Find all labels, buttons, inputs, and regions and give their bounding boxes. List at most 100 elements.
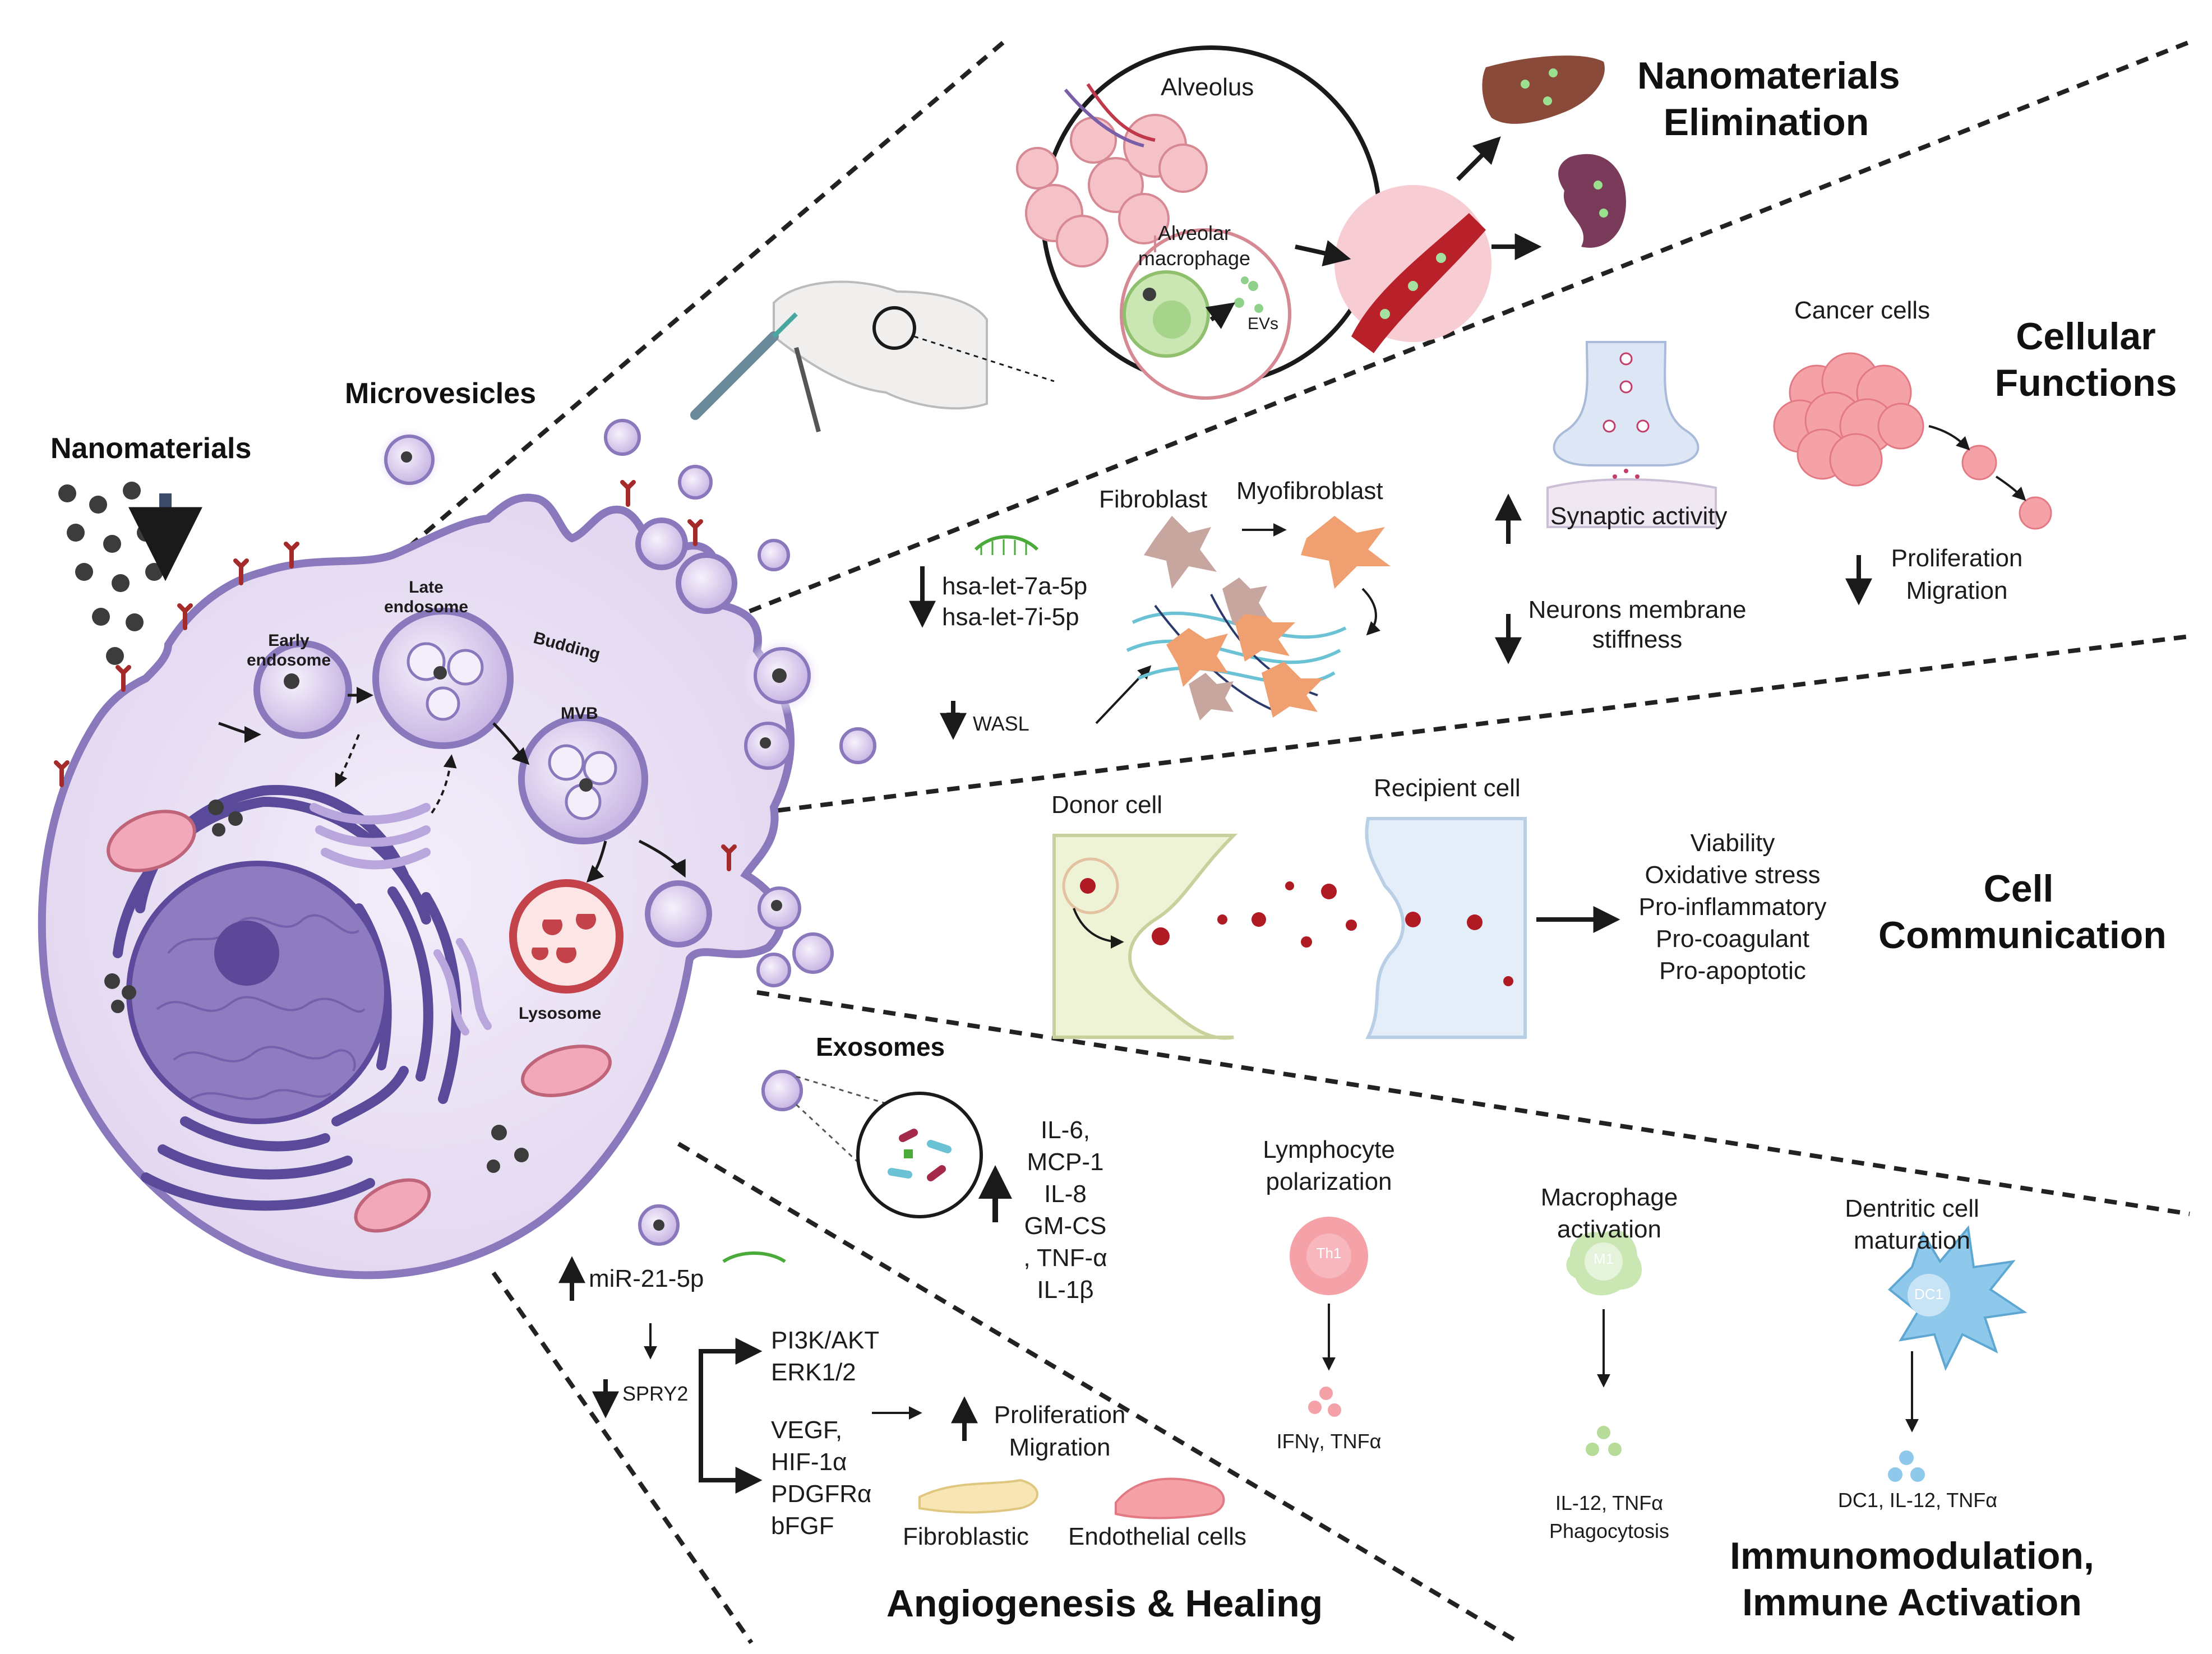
main-cell: [38, 493, 795, 1279]
lysosome: [509, 879, 624, 994]
label-lympho-out: IFNγ, TNFα: [1276, 1430, 1382, 1453]
label-cellular-prolif: Proliferation: [1891, 544, 2023, 572]
mouse: [773, 280, 988, 410]
label-microvesicles: Microvesicles: [345, 377, 537, 410]
label-path-1: PI3K/AKT: [771, 1327, 880, 1354]
title-immuno-1: Immunomodulation,: [1730, 1535, 2094, 1577]
effect-oxidative: Oxidative stress: [1645, 861, 1821, 889]
label-late-endosome-2: endosome: [384, 598, 469, 616]
nucleolus: [214, 921, 279, 986]
label-synaptic: Synaptic activity: [1550, 502, 1728, 530]
factor-bfgf: bFGF: [771, 1512, 834, 1540]
cytokine-gmcs: GM-CS: [1024, 1212, 1107, 1240]
title-cellular-2: Functions: [1994, 362, 2177, 404]
label-lympho-2: polarization: [1266, 1168, 1392, 1195]
myofibroblast-cell: [1301, 516, 1391, 589]
cell-particles: [104, 666, 593, 1173]
factor-vegf: VEGF,: [771, 1416, 843, 1444]
label-dc-1: Dentritic cell: [1845, 1195, 1979, 1222]
label-cancer: Cancer cells: [1794, 297, 1931, 324]
effect-viability: Viability: [1690, 829, 1775, 857]
title-elimination-2: Elimination: [1663, 101, 1869, 144]
endothelial-cell: [1115, 1477, 1225, 1519]
title-communication-1: Cell: [1983, 867, 2054, 910]
label-lympho-1: Lymphocyte: [1263, 1136, 1395, 1163]
label-fibroblast: Fibroblast: [1099, 486, 1208, 513]
liver: [1482, 56, 1605, 124]
fibroblast-cell: [1144, 516, 1217, 589]
angio-panel: [558, 1251, 1225, 1519]
dc1-cell: [1888, 1225, 2028, 1371]
label-macro-1: Macrophage: [1540, 1184, 1678, 1211]
label-lysosome: Lysosome: [519, 1004, 602, 1023]
label-early-endosome-1: Early: [268, 631, 310, 650]
cancer-cluster: [1773, 352, 2052, 530]
label-spry2: SPRY2: [622, 1382, 689, 1405]
title-immuno-2: Immune Activation: [1742, 1581, 2082, 1624]
golgi-lines: [433, 938, 492, 1036]
title-communication-2: Communication: [1878, 914, 2167, 957]
alveoli: [1016, 114, 1208, 267]
label-myofibroblast: Myofibroblast: [1236, 477, 1383, 505]
golgi: [310, 803, 431, 870]
label-macro-out-1: IL-12, TNFα: [1555, 1491, 1664, 1514]
label-path-2: ERK1/2: [771, 1359, 856, 1386]
transfer-vesicles: [1217, 881, 1513, 986]
label-macro-2: activation: [1557, 1216, 1661, 1243]
label-macrophage-1: Alveolar: [1157, 221, 1231, 244]
synapse: [1546, 341, 1717, 528]
label-angio-migration: Migration: [1009, 1434, 1111, 1461]
membrane-antibodies: [54, 480, 737, 871]
label-dc1-cell: DC1: [1914, 1286, 1943, 1302]
label-alveolus: Alveolus: [1161, 73, 1254, 101]
mitochondria: [107, 810, 612, 1233]
label-mvb: MVB: [561, 704, 598, 723]
cellular-panel: [909, 341, 2052, 740]
kidney: [1558, 154, 1626, 248]
effect-proapoptotic: Pro-apoptotic: [1659, 957, 1806, 985]
label-macrophage-2: macrophage: [1138, 247, 1251, 270]
label-wasl: WASL: [973, 712, 1029, 735]
label-nanomaterials: Nanomaterials: [50, 432, 252, 465]
title-angio: Angiogenesis & Healing: [886, 1582, 1323, 1625]
membrane-buds: [635, 518, 737, 948]
label-early-endosome-2: endosome: [246, 651, 331, 669]
external-nanoparticles: [58, 482, 163, 665]
immuno-cells: [1290, 1217, 2028, 1482]
label-recipient: Recipient cell: [1374, 774, 1521, 802]
early-endosome: [253, 640, 352, 739]
label-evs: EVs: [1248, 315, 1279, 333]
label-endothelial: Endothelial cells: [1068, 1523, 1246, 1550]
chromatin: [156, 914, 366, 1100]
label-donor: Donor cell: [1051, 791, 1163, 819]
recipient-cell: [1365, 817, 1527, 1039]
label-neurons-1: Neurons membrane: [1528, 596, 1747, 623]
cytokine-tnfa: , TNF-α: [1023, 1244, 1107, 1272]
syringe: [690, 331, 779, 420]
label-th1: Th1: [1316, 1245, 1342, 1262]
label-fibroblastic: Fibroblastic: [903, 1523, 1029, 1550]
label-neurons-2: stiffness: [1592, 626, 1683, 653]
nucleus: [126, 861, 390, 1124]
label-late-endosome-1: Late: [409, 578, 444, 597]
lysosome-content: [532, 914, 596, 963]
exosome-inset: [761, 1070, 1012, 1222]
label-exosomes: Exosomes: [816, 1032, 945, 1061]
label-mirna-2: hsa-let-7i-5p: [942, 603, 1079, 631]
factor-pdgfr: PDGFRα: [771, 1480, 872, 1508]
cytokine-il6: IL-6,: [1040, 1116, 1091, 1144]
alveolus-panel: [690, 45, 1626, 433]
label-mir21: miR-21-5p: [589, 1265, 704, 1292]
label-cellular-migration: Migration: [1906, 577, 2008, 604]
label-dc-out: DC1, IL-12, TNFα: [1837, 1489, 1998, 1512]
label-mirna-1: hsa-let-7a-5p: [942, 572, 1088, 600]
cytokine-mcp1: MCP-1: [1027, 1148, 1104, 1176]
section-dividers: [391, 40, 2191, 1645]
factor-hif: HIF-1α: [771, 1448, 847, 1476]
label-dc-2: maturation: [1854, 1227, 1970, 1254]
effect-procoagulant: Pro-coagulant: [1656, 925, 1809, 953]
communication-panel: [1052, 817, 1620, 1040]
cytokine-il1b: IL-1β: [1037, 1276, 1094, 1304]
